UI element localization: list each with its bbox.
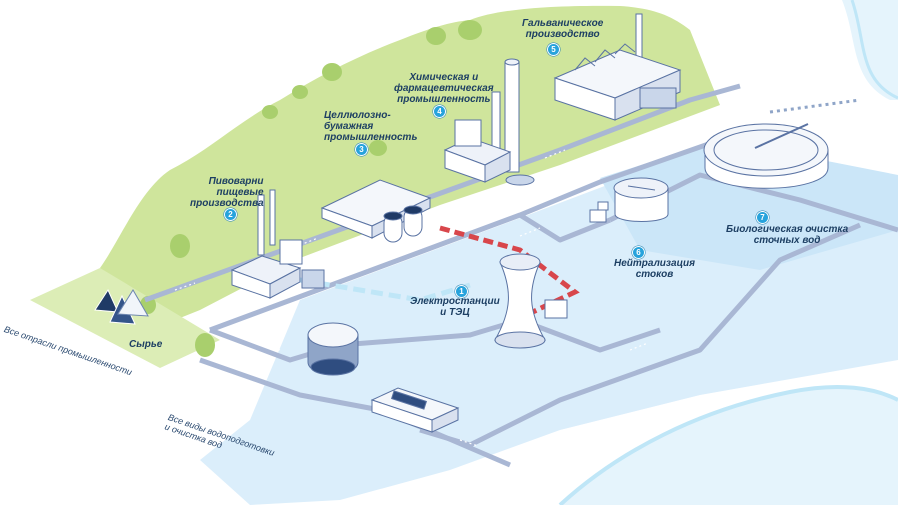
neutral-label: Нейтрализация стоков bbox=[614, 258, 696, 280]
power-marker: 1 bbox=[455, 285, 468, 298]
river-bottom-edge bbox=[558, 384, 898, 505]
bio-marker: 7 bbox=[756, 211, 769, 224]
neutralization-tank bbox=[589, 177, 669, 223]
chem-label: Химическая и фармацевтическая промышленн… bbox=[394, 72, 494, 105]
filter-unit bbox=[307, 322, 359, 376]
bio-label: Биологическая очистка сточных вод bbox=[726, 224, 849, 246]
dashed-outflow bbox=[769, 98, 861, 114]
pulp-marker: 3 bbox=[355, 143, 368, 156]
trees bbox=[140, 20, 482, 357]
settling-unit bbox=[370, 387, 460, 433]
neutral-marker: 6 bbox=[632, 246, 645, 259]
river-top-edge bbox=[850, 0, 898, 100]
galvanic-marker: 5 bbox=[547, 43, 560, 56]
brewery-marker: 2 bbox=[224, 208, 237, 221]
power-label: Электростанции и ТЭЦ bbox=[410, 296, 500, 318]
cooling-pipe bbox=[299, 277, 471, 303]
raw-material-label: Сырье bbox=[129, 339, 163, 350]
pulp-plant bbox=[320, 179, 432, 243]
brewery-label: Пивоварни пищевые производства bbox=[190, 176, 264, 209]
chem-marker: 4 bbox=[433, 105, 446, 118]
raw-material-piles bbox=[94, 288, 149, 325]
river-bottom bbox=[560, 386, 898, 505]
galvanic-label: Гальваническое производство bbox=[522, 18, 604, 40]
brewery-plant bbox=[230, 189, 325, 299]
pulp-label: Целлюлозно- бумажная промышленность bbox=[324, 110, 418, 143]
bio-clarifier bbox=[703, 123, 829, 189]
cooling-tower bbox=[494, 253, 568, 349]
chemical-plant bbox=[443, 58, 535, 186]
river-top bbox=[842, 0, 898, 100]
galvanic-plant bbox=[553, 13, 682, 121]
